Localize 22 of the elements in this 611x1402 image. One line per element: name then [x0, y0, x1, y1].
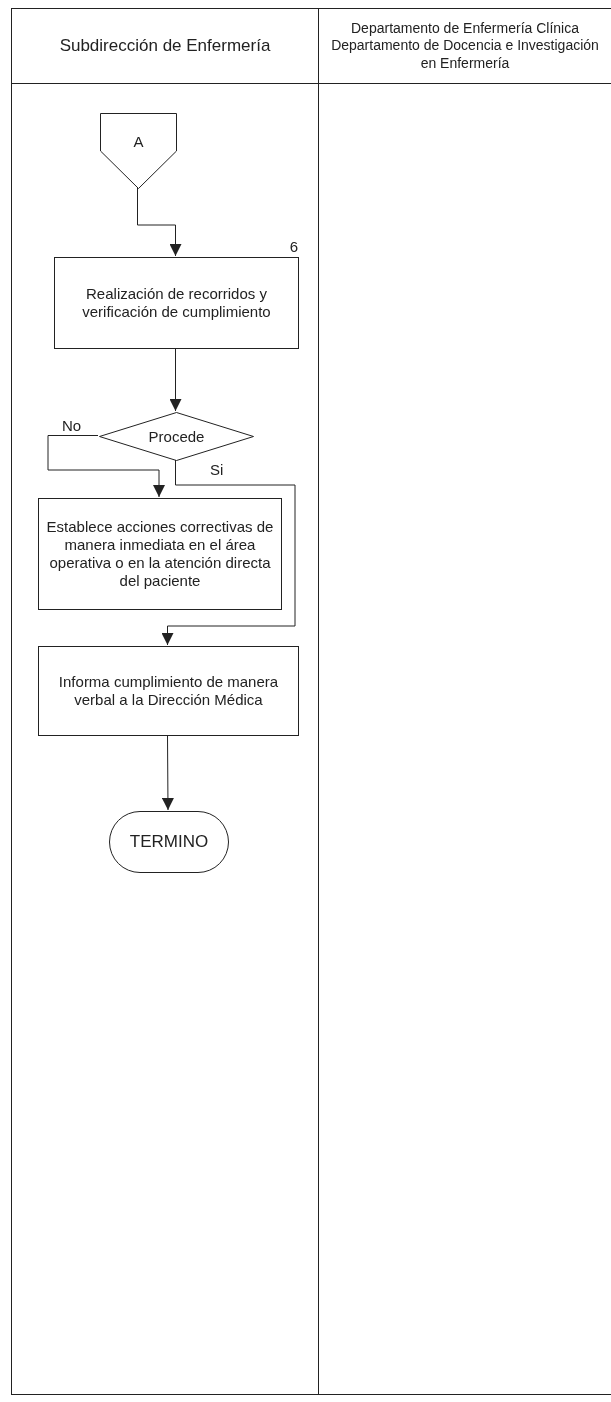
node-text: Establece acciones correctivas de manera inmediata en el área operativa o en la atención directa del paciente [45, 518, 275, 590]
off-page-connector [100, 113, 177, 189]
flow-arrow [169, 347, 182, 412]
node-text: Procede [148, 427, 205, 446]
node-text: TERMINO [129, 831, 209, 853]
swimlane [319, 8, 611, 1395]
flow-arrow [161, 459, 296, 646]
edge-label: Si [210, 462, 224, 477]
node-text: Informa cumplimiento de manera verbal a la Dirección Médica [57, 673, 280, 709]
flow-arrow [161, 734, 174, 811]
step-number: 6 [289, 237, 298, 257]
flow-arrow [47, 435, 165, 498]
process-box [38, 498, 282, 610]
decision-diamond [99, 412, 254, 461]
lane-header: Subdirección de Enfermería [59, 35, 271, 57]
process-box [38, 646, 299, 736]
flow-arrow [137, 187, 182, 257]
node-text: Realización de recorridos y verificación de cumplimiento [81, 285, 272, 321]
swimlane [11, 8, 319, 1395]
lane-header: Departamento de Enfermería Clínica Departamento de Docencia e Investigación en Enfermería [330, 19, 600, 73]
edge-label: No [62, 418, 82, 433]
node-text: A [133, 133, 144, 152]
